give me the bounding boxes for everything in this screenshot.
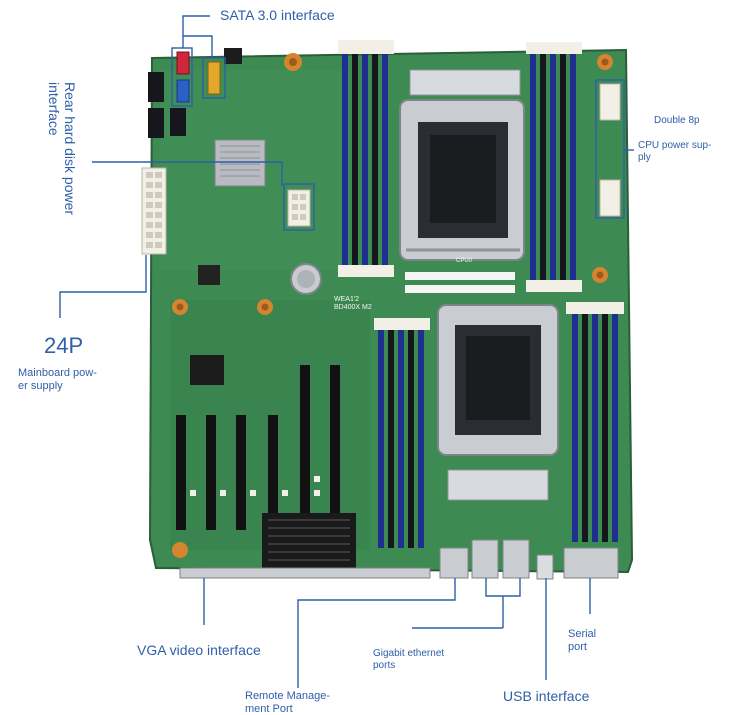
label-serial-line2: port: [568, 640, 587, 653]
label-24p: 24P: [44, 333, 84, 358]
callout-leader-lines: [59, 15, 634, 688]
board-label-strip: WEA1'2 BD400X M2 CPU0: [334, 258, 515, 311]
board-model-line1: WEA1'2: [334, 296, 359, 303]
sata-ports: [176, 48, 242, 103]
label-mainboard-line1: Mainboard pow-: [18, 367, 97, 379]
cpu-socket-2: [437, 304, 559, 501]
label-vga: VGA video interface: [137, 642, 261, 658]
board-model-line2: BD400X M2: [334, 304, 372, 311]
battery-icon: [290, 263, 322, 295]
label-cpu-power-line1: CPU power sup-: [638, 140, 712, 151]
bottom-heatsink: [262, 513, 356, 568]
label-cpu-power-line2: ply: [638, 151, 651, 163]
label-rear-hdd-line1: Rear hard disk power: [62, 82, 78, 216]
label-mainboard-line2: er supply: [18, 379, 63, 392]
cpu-socket-tag: CPU0: [456, 258, 473, 264]
heatsink-icon: [214, 139, 266, 187]
rear-hdd-power-connectors: [148, 72, 186, 138]
label-mainboard-power: Mainboard pow- er supply: [18, 367, 97, 392]
label-double-8p: Double 8p: [654, 115, 700, 126]
atx-24p-connector: [141, 167, 167, 255]
dimm-bank-upper-left: [338, 40, 394, 277]
dimm-bank-lower-right: [566, 302, 624, 542]
label-rear-hdd-line2: interface: [45, 82, 62, 136]
dimm-bank-lower-left: [374, 318, 430, 548]
label-serial-line1: Serial: [568, 628, 597, 640]
cpu-8p-connector-mid: [287, 189, 311, 227]
label-gigabit: Gigabit ethernet ports: [373, 648, 444, 671]
io-chip: [198, 265, 220, 285]
cpu-socket-icon: [399, 69, 525, 261]
dimm-bank-upper-right: [526, 42, 582, 292]
bmc-chip: [190, 355, 224, 385]
label-rear-hdd-power: Rear hard disk power interface: [46, 82, 78, 215]
label-usb: USB interface: [503, 688, 590, 704]
label-cpu-power: CPU power sup- ply: [638, 140, 711, 163]
callout-boxes: [171, 47, 625, 231]
label-sata: SATA 3.0 interface: [220, 7, 335, 23]
mounting-holes: [172, 53, 613, 558]
label-remote-management: Remote Manage- ment Port: [245, 690, 330, 715]
label-serial: Serial port: [568, 628, 596, 653]
label-gigabit-line2: ports: [373, 659, 396, 671]
rear-io-ports: [179, 539, 619, 580]
label-remote-line2: ment Port: [245, 702, 293, 715]
pcie-slots: [176, 365, 340, 530]
label-gigabit-line1: Gigabit ethernet: [373, 648, 445, 659]
cpu-8p-connectors-right: [599, 83, 621, 217]
label-remote-line1: Remote Manage-: [245, 690, 330, 702]
